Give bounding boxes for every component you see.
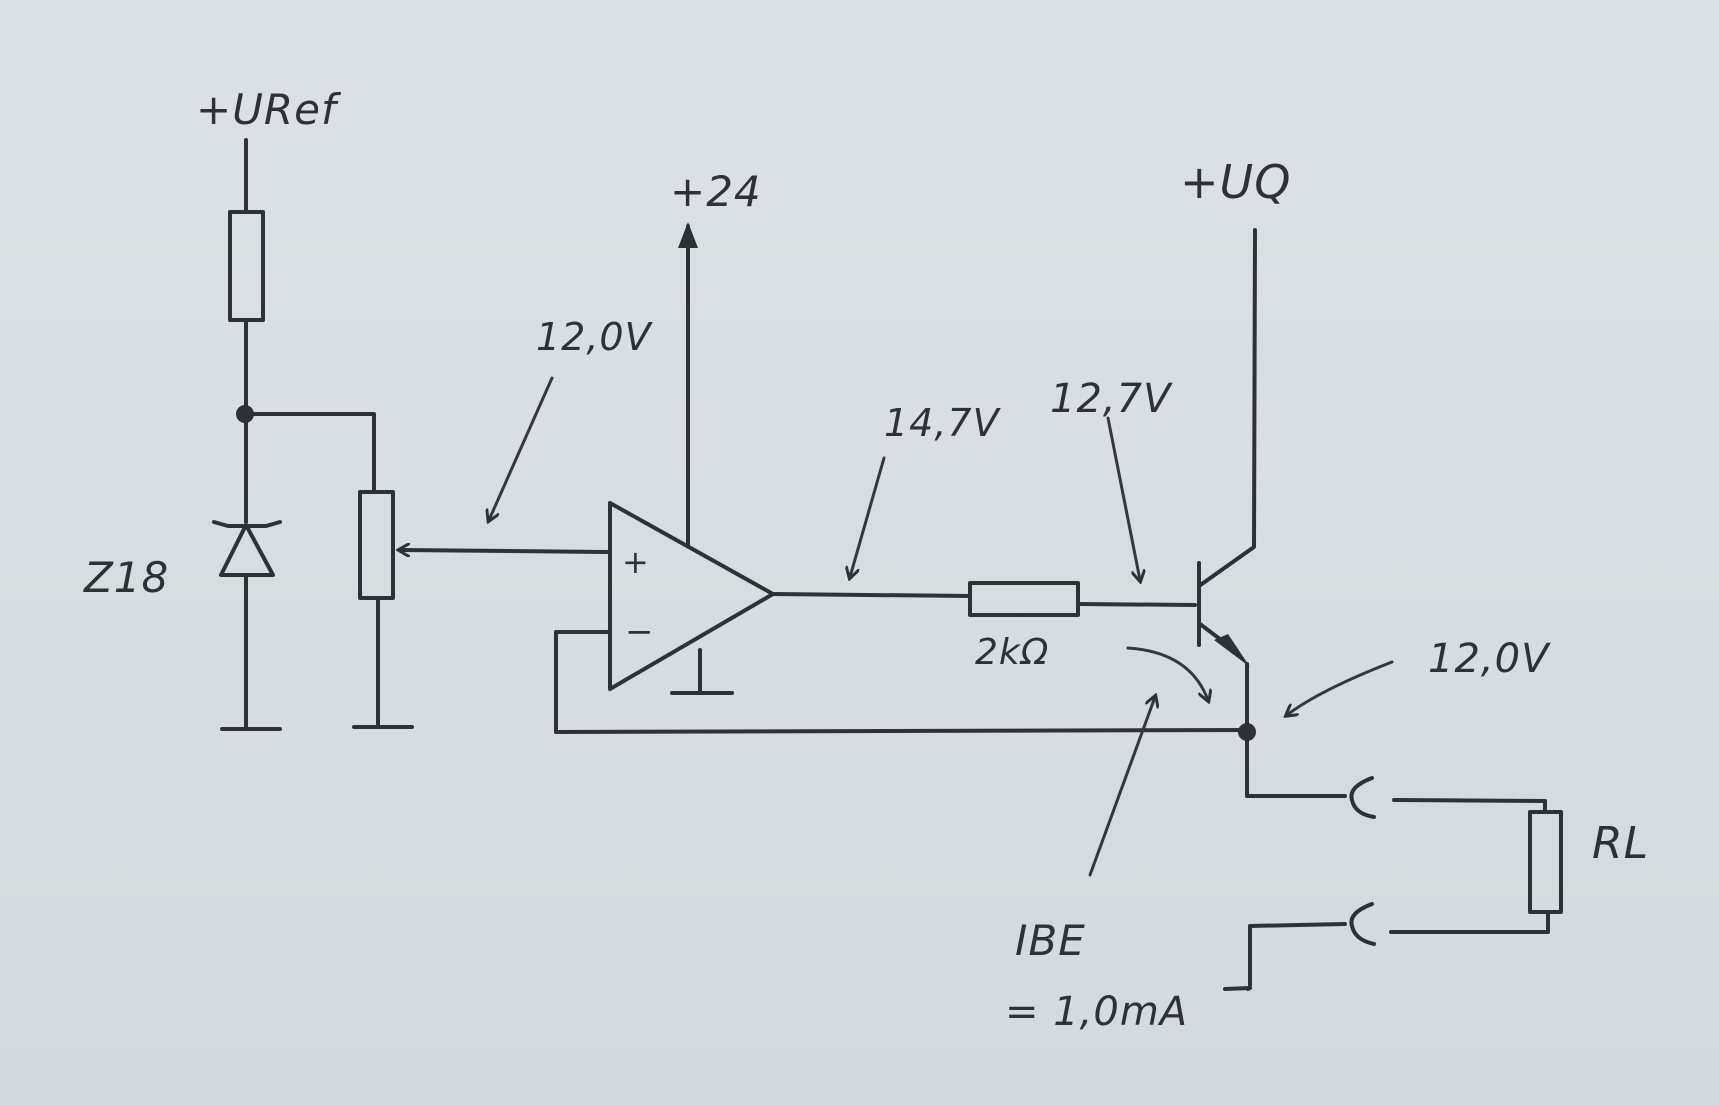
pot-wiper-wire xyxy=(400,550,609,552)
annot-arrow-ibe-curve xyxy=(1126,646,1208,700)
annot-arrow-output xyxy=(850,456,886,577)
wiper-voltage-label: 12,0V xyxy=(536,315,654,359)
supply-arrow-icon xyxy=(678,222,698,248)
node-to-pot-wire xyxy=(244,412,376,494)
output-terminal-top xyxy=(1349,776,1376,819)
ground-symbol-load xyxy=(1223,986,1252,991)
ibe-value-label: = 1,0mA xyxy=(1005,989,1188,1035)
base-resistor-label: 2kΩ xyxy=(975,632,1049,673)
terminal-to-ground-wire xyxy=(1248,922,1347,987)
feedback-wire xyxy=(554,630,1249,734)
opamp-output-voltage-label: 14,7V xyxy=(884,401,1002,445)
load-resistor xyxy=(1528,810,1563,914)
supply-24-label: +24 xyxy=(670,167,762,216)
output-terminal-bottom xyxy=(1349,902,1376,946)
potentiometer xyxy=(358,490,395,600)
base-voltage-label: 12,7V xyxy=(1050,376,1173,422)
opamp-output-wire xyxy=(771,592,972,598)
emitter-arrow-icon xyxy=(1214,634,1250,667)
annot-arrow-base xyxy=(1106,416,1140,580)
emitter-node-dot xyxy=(1238,723,1256,741)
annot-arrow-wiper xyxy=(489,376,554,520)
load-bottom-wire xyxy=(1389,910,1550,934)
collector-wire xyxy=(1197,228,1257,588)
npn-transistor xyxy=(1197,228,1257,798)
opamp xyxy=(608,222,775,695)
ibe-label: IBE xyxy=(1015,916,1086,965)
zener-diode xyxy=(212,520,282,577)
emitter-voltage-label: 12,0V xyxy=(1428,636,1551,682)
zener-label: Z18 xyxy=(83,553,169,602)
series-resistor xyxy=(228,210,265,322)
resistor-to-base-wire xyxy=(1076,602,1197,607)
opamp-minus-sign: − xyxy=(625,612,655,652)
reference-branch xyxy=(212,138,609,731)
opamp-triangle xyxy=(608,501,775,691)
uq-label: +UQ xyxy=(1180,155,1291,209)
opamp-plus-sign: + xyxy=(622,543,650,581)
annot-arrow-emitter xyxy=(1287,660,1394,715)
uref-label: +URef xyxy=(196,85,342,134)
load-label: RL xyxy=(1592,818,1649,869)
terminal-to-load-wire xyxy=(1392,798,1547,803)
annot-arrow-ibe xyxy=(1088,697,1155,877)
base-resistor xyxy=(968,581,1080,617)
